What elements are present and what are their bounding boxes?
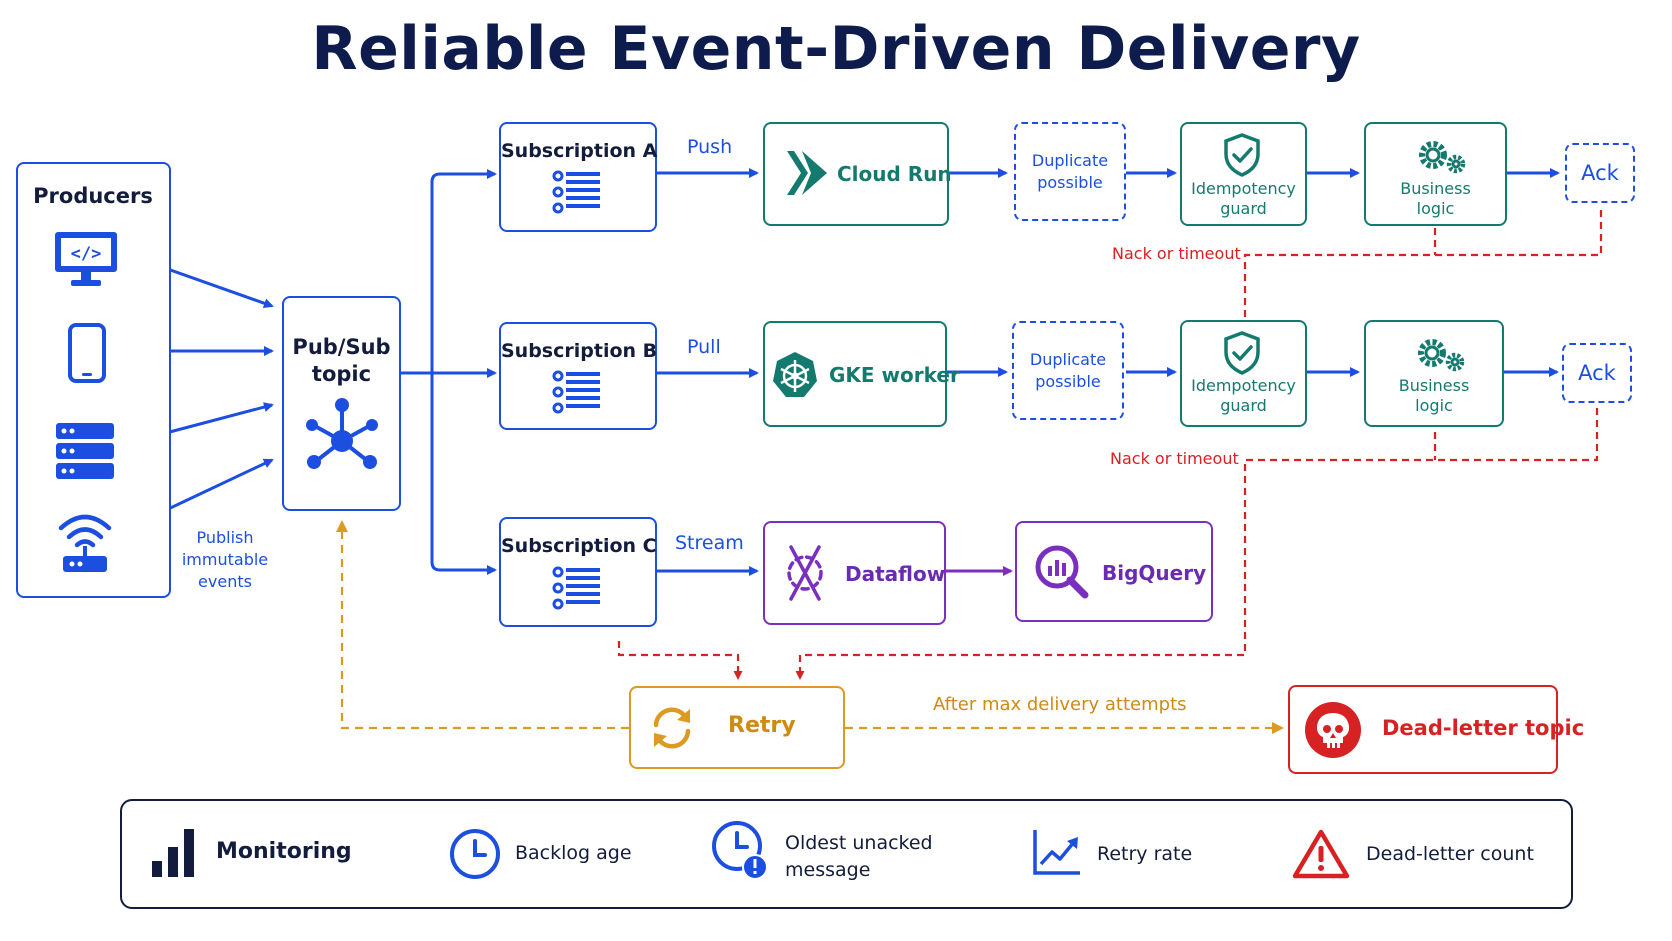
publish-caption-line: Publish <box>196 528 254 547</box>
clock-alert-icon <box>712 821 768 880</box>
skull-icon <box>1305 702 1361 758</box>
backlog-age-label: Backlog age <box>515 842 632 864</box>
bigquery-icon <box>1035 545 1089 599</box>
gke-worker-label: GKE worker <box>829 363 960 387</box>
duplicate-label-line: possible <box>1035 371 1101 391</box>
dataflow-icon <box>787 545 823 601</box>
list-icon <box>552 566 600 610</box>
shield-check-icon <box>1224 331 1260 375</box>
clock-icon <box>450 829 500 879</box>
bar-chart-icon <box>152 829 194 877</box>
ack-label: Ack <box>1581 161 1619 185</box>
ack-label: Ack <box>1578 361 1616 385</box>
subscription-a-box[interactable]: Subscription A <box>499 122 657 232</box>
producers-label: Producers <box>33 184 153 208</box>
push-label: Push <box>687 136 733 158</box>
business-label-line: logic <box>1416 199 1455 218</box>
cloud-run-box[interactable]: Cloud Run <box>763 122 952 226</box>
refresh-icon <box>653 707 691 749</box>
gears-icon <box>1418 339 1465 372</box>
duplicate-label-line: Duplicate <box>1031 150 1109 170</box>
dead-letter-topic-box[interactable]: Dead-letter topic <box>1288 685 1584 774</box>
retry-paths <box>336 520 1284 734</box>
business-logic-a-box[interactable]: Business logic <box>1364 122 1507 226</box>
retry-box[interactable]: Retry <box>629 686 845 769</box>
business-label: Business logic <box>1366 376 1502 416</box>
list-icon <box>552 170 600 214</box>
oldest-unacked-label: Oldest unacked message <box>785 830 933 884</box>
stream-label: Stream <box>675 532 744 554</box>
subscription-c-box[interactable]: Subscription C <box>499 517 657 627</box>
topic-label-line: topic <box>311 362 372 386</box>
subscription-b-label: Subscription B <box>501 340 658 362</box>
business-logic-b-box[interactable]: Business logic <box>1364 320 1504 427</box>
warning-triangle-icon <box>1292 829 1350 879</box>
fanout-arrows <box>401 169 497 575</box>
subscription-a-label: Subscription A <box>501 140 658 162</box>
publish-caption-line: events <box>198 572 252 591</box>
idempotency-label-line: Idempotency <box>1191 376 1296 395</box>
after-max-attempts-label: After max delivery attempts <box>933 694 1187 715</box>
oldest-unacked-line: message <box>785 859 871 881</box>
publish-caption: Publish immutable events <box>180 527 270 593</box>
topic-label-line: Pub/Sub <box>292 335 391 359</box>
idempotency-label: Idempotency guard <box>1182 376 1305 416</box>
retry-label: Retry <box>728 713 796 738</box>
row-b-arrows <box>657 367 1559 378</box>
cloud-run-label: Cloud Run <box>837 162 952 186</box>
gears-icon <box>1419 141 1466 174</box>
kubernetes-icon <box>773 352 817 397</box>
dataflow-label: Dataflow <box>845 562 946 586</box>
duplicate-label-line: Duplicate <box>1029 349 1107 369</box>
business-label-line: Business <box>1400 179 1471 198</box>
idempotency-label-line: Idempotency <box>1191 179 1296 198</box>
idempotency-label-line: guard <box>1220 199 1267 218</box>
idempotency-label: Idempotency guard <box>1182 179 1305 219</box>
wifi-router-icon <box>58 514 112 572</box>
retry-rate-label: Retry rate <box>1097 843 1193 865</box>
cloud-run-icon <box>787 151 827 195</box>
oldest-unacked-line: Oldest unacked <box>785 832 933 854</box>
subscription-c-label: Subscription C <box>501 535 657 557</box>
business-label-line: Business <box>1398 376 1470 395</box>
duplicate-possible-a-box[interactable]: Duplicate possible <box>1014 122 1126 221</box>
monitoring-title: Monitoring <box>216 839 352 864</box>
business-label-line: logic <box>1415 396 1453 415</box>
shield-check-icon <box>1224 133 1260 177</box>
publish-caption-line: immutable <box>181 550 269 569</box>
mobile-phone-icon <box>68 323 106 383</box>
list-icon <box>552 370 600 414</box>
ack-b-box[interactable]: Ack <box>1562 343 1632 403</box>
monitoring-bar <box>120 799 1573 909</box>
server-rack-icon <box>56 423 114 479</box>
code-monitor-icon: </> <box>55 232 117 286</box>
nack-timeout-label-a: Nack or timeout <box>1112 244 1241 263</box>
nack-timeout-label-b: Nack or timeout <box>1110 449 1239 468</box>
pubsub-topic-label: Pub/Sub topic <box>284 334 399 388</box>
duplicate-label-line: possible <box>1037 172 1103 192</box>
page-title: Reliable Event-Driven Delivery <box>311 14 1361 84</box>
nack-paths <box>617 210 1603 680</box>
dataflow-box[interactable]: Dataflow <box>763 521 946 625</box>
business-label: Business logic <box>1366 179 1505 219</box>
trend-chart-icon <box>1033 830 1080 875</box>
ack-a-box[interactable]: Ack <box>1565 143 1635 203</box>
hub-network-icon <box>306 398 378 469</box>
bigquery-label: BigQuery <box>1102 561 1207 585</box>
dead-letter-count-label: Dead-letter count <box>1366 843 1534 865</box>
dead-letter-label: Dead-letter topic <box>1382 716 1585 740</box>
pull-label: Pull <box>687 336 721 358</box>
duplicate-possible-b-box[interactable]: Duplicate possible <box>1012 321 1124 420</box>
svg-text:</>: </> <box>71 244 102 264</box>
idempotency-label-line: guard <box>1220 396 1267 415</box>
